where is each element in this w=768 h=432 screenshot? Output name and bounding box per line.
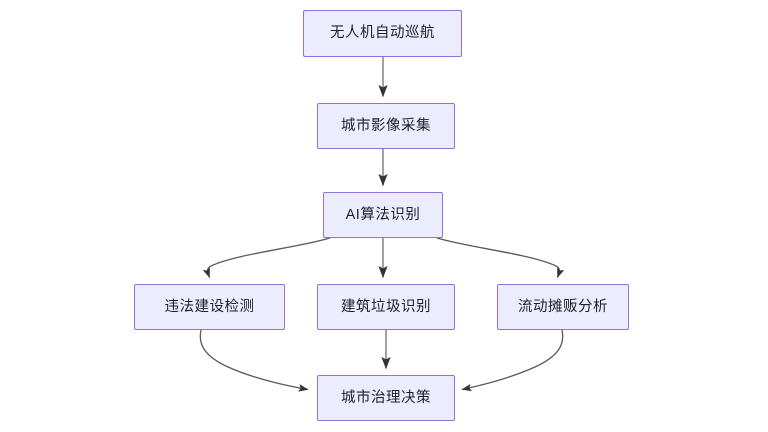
node-label: 城市治理决策 — [341, 389, 431, 406]
node-urban-governance-decision[interactable]: 城市治理决策 — [317, 375, 455, 421]
edge-illegal-to-decision — [199, 329, 309, 392]
edge-ai-to-illegal — [202, 237, 331, 278]
edge-vendor-to-decision — [461, 329, 564, 392]
node-label: 建筑垃圾识别 — [341, 298, 431, 315]
node-label: 违法建设检测 — [164, 298, 255, 315]
node-construction-debris-recognition[interactable]: 建筑垃圾识别 — [317, 284, 455, 330]
node-mobile-vendor-analysis[interactable]: 流动摊贩分析 — [497, 284, 629, 330]
node-label: 流动摊贩分析 — [518, 298, 608, 315]
node-label: 城市影像采集 — [341, 117, 431, 134]
node-illegal-construction-detection[interactable]: 违法建设检测 — [134, 284, 285, 330]
node-city-image-capture[interactable]: 城市影像采集 — [317, 103, 455, 149]
edge-ai-to-vendor — [436, 237, 565, 278]
node-drone-auto-patrol[interactable]: 无人机自动巡航 — [303, 10, 462, 57]
node-label: AI算法识别 — [345, 206, 421, 223]
node-ai-algorithm-recognition[interactable]: AI算法识别 — [323, 192, 443, 238]
node-label: 无人机自动巡航 — [330, 25, 435, 42]
